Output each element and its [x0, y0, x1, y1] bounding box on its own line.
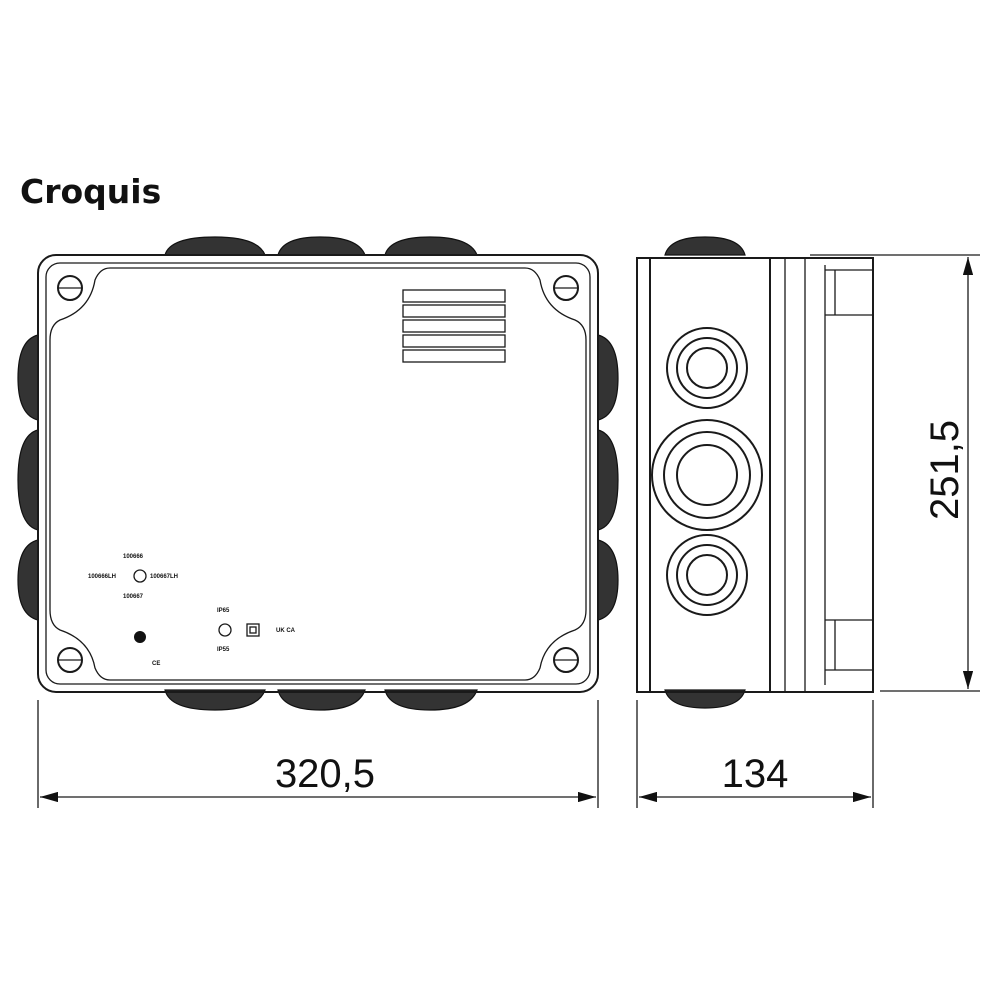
- ip-top: IP65: [217, 608, 230, 614]
- cable-glands-top: [164, 236, 478, 256]
- side-view: [636, 236, 874, 709]
- code-right: 100667LH: [150, 574, 178, 580]
- width-dimension: 320,5: [275, 752, 375, 796]
- dimension-lines: [37, 254, 980, 808]
- sun-icon: [134, 631, 146, 643]
- double-insulation-icon: [246, 623, 260, 637]
- section-title: Croquis: [20, 172, 162, 211]
- code-bottom: 100667: [123, 594, 144, 600]
- label-slots: [402, 289, 506, 363]
- front-view: 100666 100666LH 100667LH 100667 CE IP65 …: [17, 236, 619, 711]
- height-dimension: 251,5: [923, 420, 967, 520]
- arrow-icon: [218, 623, 232, 637]
- ce-mark: CE: [152, 661, 160, 667]
- code-left: 100666LH: [88, 574, 116, 580]
- cable-glands-bottom: [164, 689, 478, 711]
- code-top: 100666: [123, 554, 144, 560]
- depth-dimension: 134: [722, 752, 789, 796]
- knockouts: [651, 327, 763, 616]
- ip-bottom: IP55: [217, 647, 230, 653]
- cable-glands-right: [597, 334, 619, 621]
- arrow-icon: [133, 569, 147, 583]
- cable-glands-left: [17, 334, 39, 621]
- ukca-mark: UK CA: [276, 628, 296, 634]
- screw-icons: [57, 275, 579, 673]
